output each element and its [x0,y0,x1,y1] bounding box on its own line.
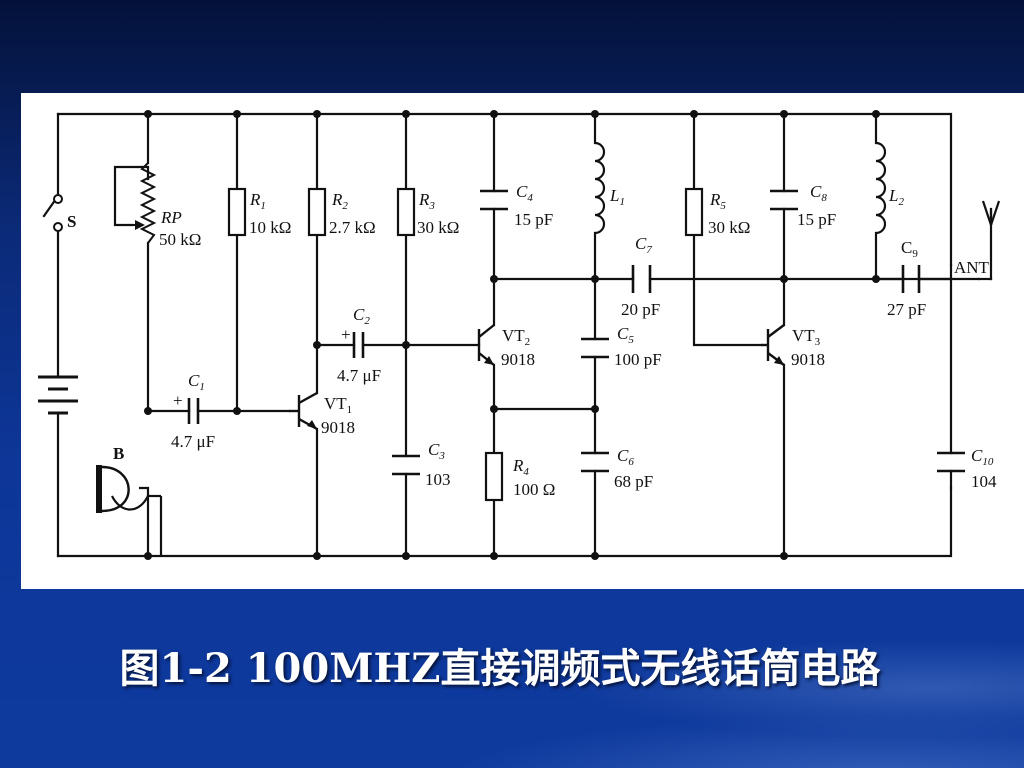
c7-name: C7 [635,234,652,256]
l1-name: L1 [609,186,625,208]
c9-name: C9 [901,238,918,260]
r4-name: R4 [512,456,529,478]
c2-name: C2 [353,305,370,327]
c2-value: 4.7 μF [337,366,381,385]
vt2-name: VT2 [502,326,530,348]
r1-value: 10 kΩ [249,218,291,237]
r5-value: 30 kΩ [708,218,750,237]
r3-value: 30 kΩ [417,218,459,237]
r1-name: R1 [249,190,266,212]
microphone-label: B [113,444,124,463]
c1-polarity: + [173,391,183,410]
c6-value: 68 pF [614,472,653,491]
switch-label: S [67,212,76,231]
c10-value: 104 [971,472,997,491]
vt1-model: 9018 [321,418,355,437]
vt3-name: VT3 [792,326,821,348]
r2-name: R2 [331,190,348,212]
r5-name: R5 [709,190,726,212]
c5-name: C5 [617,324,634,346]
c4-name: C4 [516,182,533,204]
vt3-model: 9018 [791,350,825,369]
c2-polarity: + [341,325,351,344]
c8-value: 15 pF [797,210,836,229]
antenna-label: ANT [954,258,990,277]
c10-name: C10 [971,446,994,468]
circuit-schematic: S RP 50 kΩ B R1 10 kΩ R2 2.7 kΩ R3 30 kΩ… [38,110,1001,560]
c6-name: C6 [617,446,634,468]
c4-value: 15 pF [514,210,553,229]
potentiometer-value: 50 kΩ [159,230,201,249]
figure-caption: 图1-2 100MHZ直接调频式无线话筒电路 [119,645,881,692]
r2-value: 2.7 kΩ [329,218,376,237]
vt2-model: 9018 [501,350,535,369]
c7-value: 20 pF [621,300,660,319]
r4-value: 100 Ω [513,480,555,499]
potentiometer-name: RP [160,208,182,227]
c8-name: C8 [810,182,827,204]
vt1-name: VT1 [324,394,352,416]
c1-value: 4.7 μF [171,432,215,451]
circuit-diagram-panel: S RP 50 kΩ B R1 10 kΩ R2 2.7 kΩ R3 30 kΩ… [21,93,1024,589]
background-wave [0,568,1024,768]
c5-value: 100 pF [614,350,662,369]
c3-value: 103 [425,470,451,489]
c3-name: C3 [428,440,445,462]
c1-name: C1 [188,371,205,393]
l2-name: L2 [888,186,904,208]
c9-value: 27 pF [887,300,926,319]
r3-name: R3 [418,190,435,212]
